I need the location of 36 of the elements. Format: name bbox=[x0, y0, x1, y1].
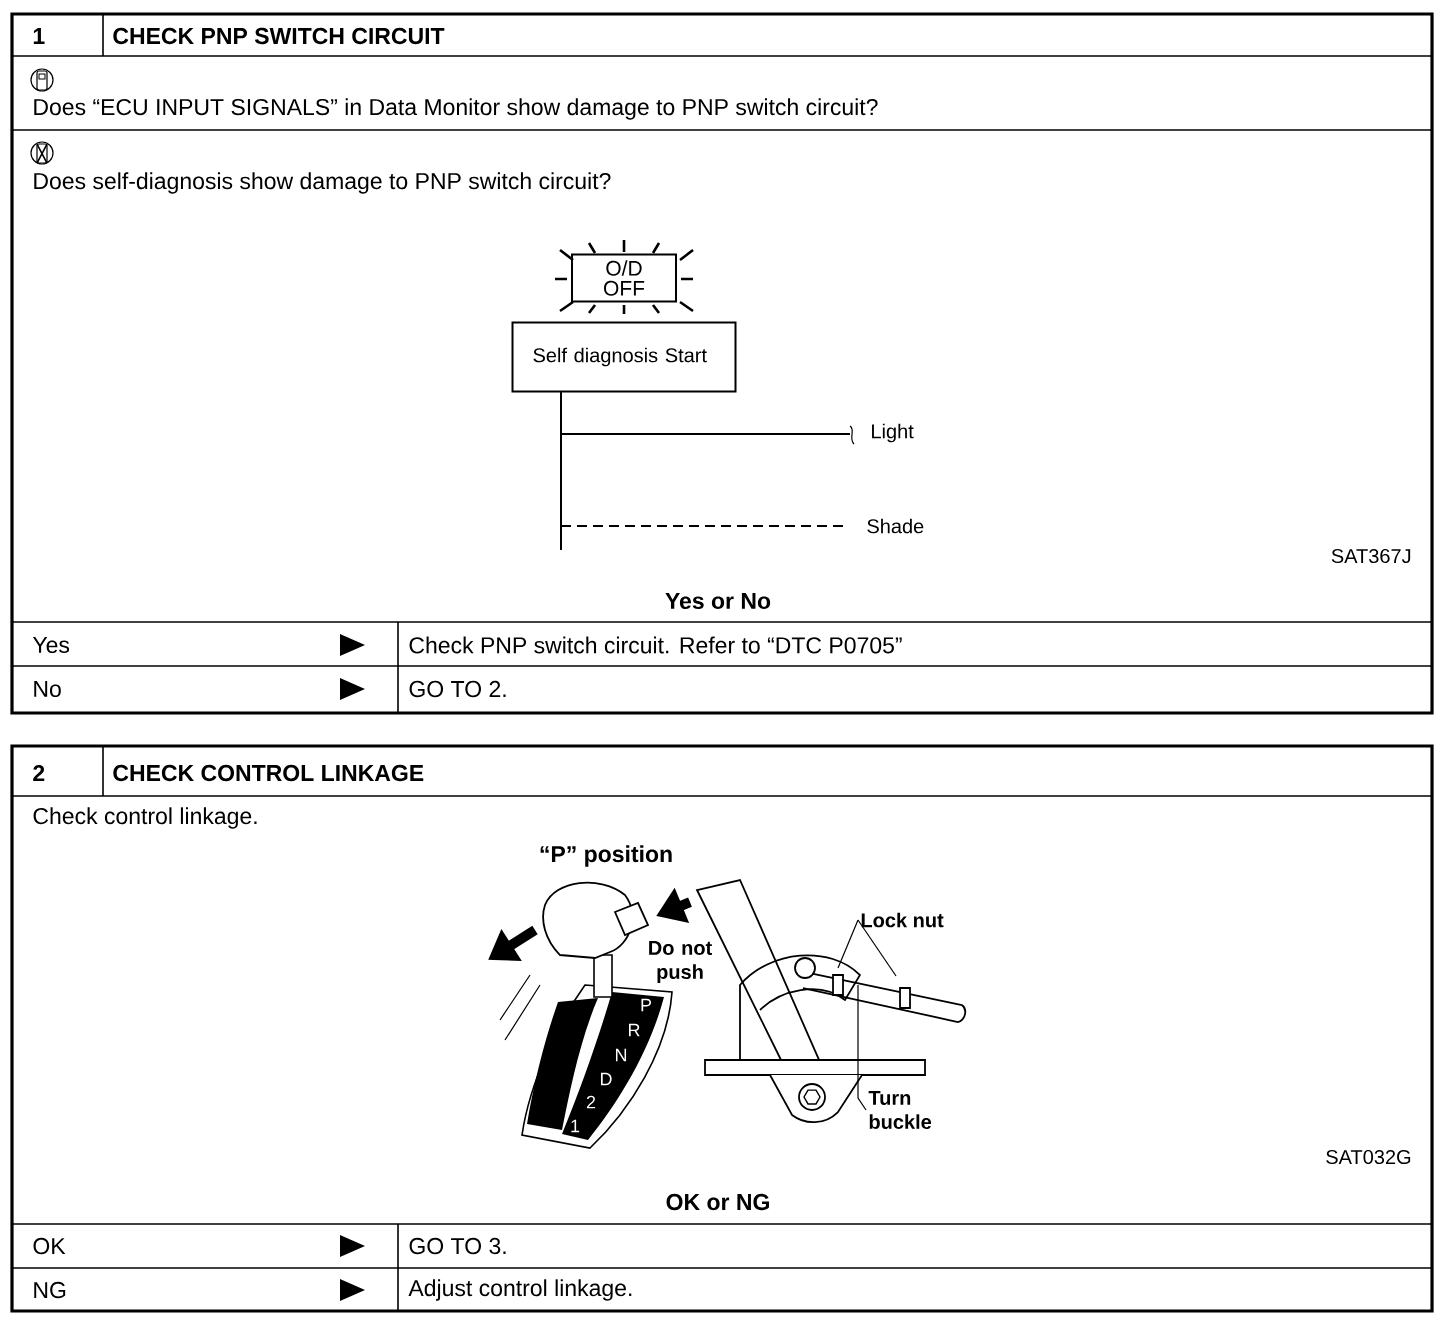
question-text: Does self-diagnosis show damage to PNP switch circuit? bbox=[34, 172, 611, 194]
leader-line bbox=[837, 919, 859, 969]
step-number: 2 bbox=[33, 765, 45, 782]
step-heading: CHECK CONTROL LINKAGE bbox=[113, 764, 424, 782]
figure-code: SAT032G bbox=[1326, 1149, 1411, 1165]
indicator-lamp-box: O/D OFF bbox=[571, 253, 677, 303]
leader-line bbox=[857, 984, 867, 1111]
action-text: GO TO 3. bbox=[409, 1237, 506, 1255]
action-text: Adjust control linkage. bbox=[408, 1279, 632, 1301]
prompt-text: Yes or No bbox=[665, 593, 771, 610]
gear-letter: R bbox=[629, 1023, 640, 1037]
answer-text: NG bbox=[34, 1281, 66, 1299]
gear-letter: 1 bbox=[571, 1119, 580, 1133]
gear-letter: D bbox=[601, 1072, 612, 1086]
chart-label: Shade bbox=[867, 518, 924, 534]
action-text: GO TO 2. bbox=[409, 680, 506, 698]
answer-text: Yes bbox=[32, 637, 70, 654]
part-label: Do not push bbox=[649, 941, 712, 983]
process-box: Self diagnosis Start bbox=[511, 321, 737, 393]
action-text: Check PNP switch circuit. Refer to “DTC P0705” bbox=[409, 636, 902, 654]
instruction-text: Check control linkage. bbox=[33, 807, 257, 829]
part-label: Turn buckle bbox=[868, 1091, 932, 1129]
step-heading: CHECK PNP SWITCH CIRCUIT bbox=[113, 27, 445, 45]
prompt-text: OK or NG bbox=[666, 1193, 769, 1211]
answer-text: OK bbox=[33, 1237, 66, 1255]
question-text: Does “ECU INPUT SIGNALS” in Data Monitor show damage to PNP switch circuit? bbox=[34, 98, 878, 120]
leader-line bbox=[857, 919, 897, 977]
gear-letter: P bbox=[641, 998, 652, 1012]
figure-code: SAT367J bbox=[1331, 548, 1411, 564]
step-number: 1 bbox=[33, 28, 45, 44]
answer-text: No bbox=[34, 681, 61, 698]
chart-label: Light bbox=[872, 423, 914, 443]
position-label: “P” position bbox=[540, 845, 672, 867]
gear-letter: 2 bbox=[586, 1095, 596, 1109]
part-label: Lock nut bbox=[861, 912, 944, 928]
gear-letter: N bbox=[616, 1048, 627, 1062]
